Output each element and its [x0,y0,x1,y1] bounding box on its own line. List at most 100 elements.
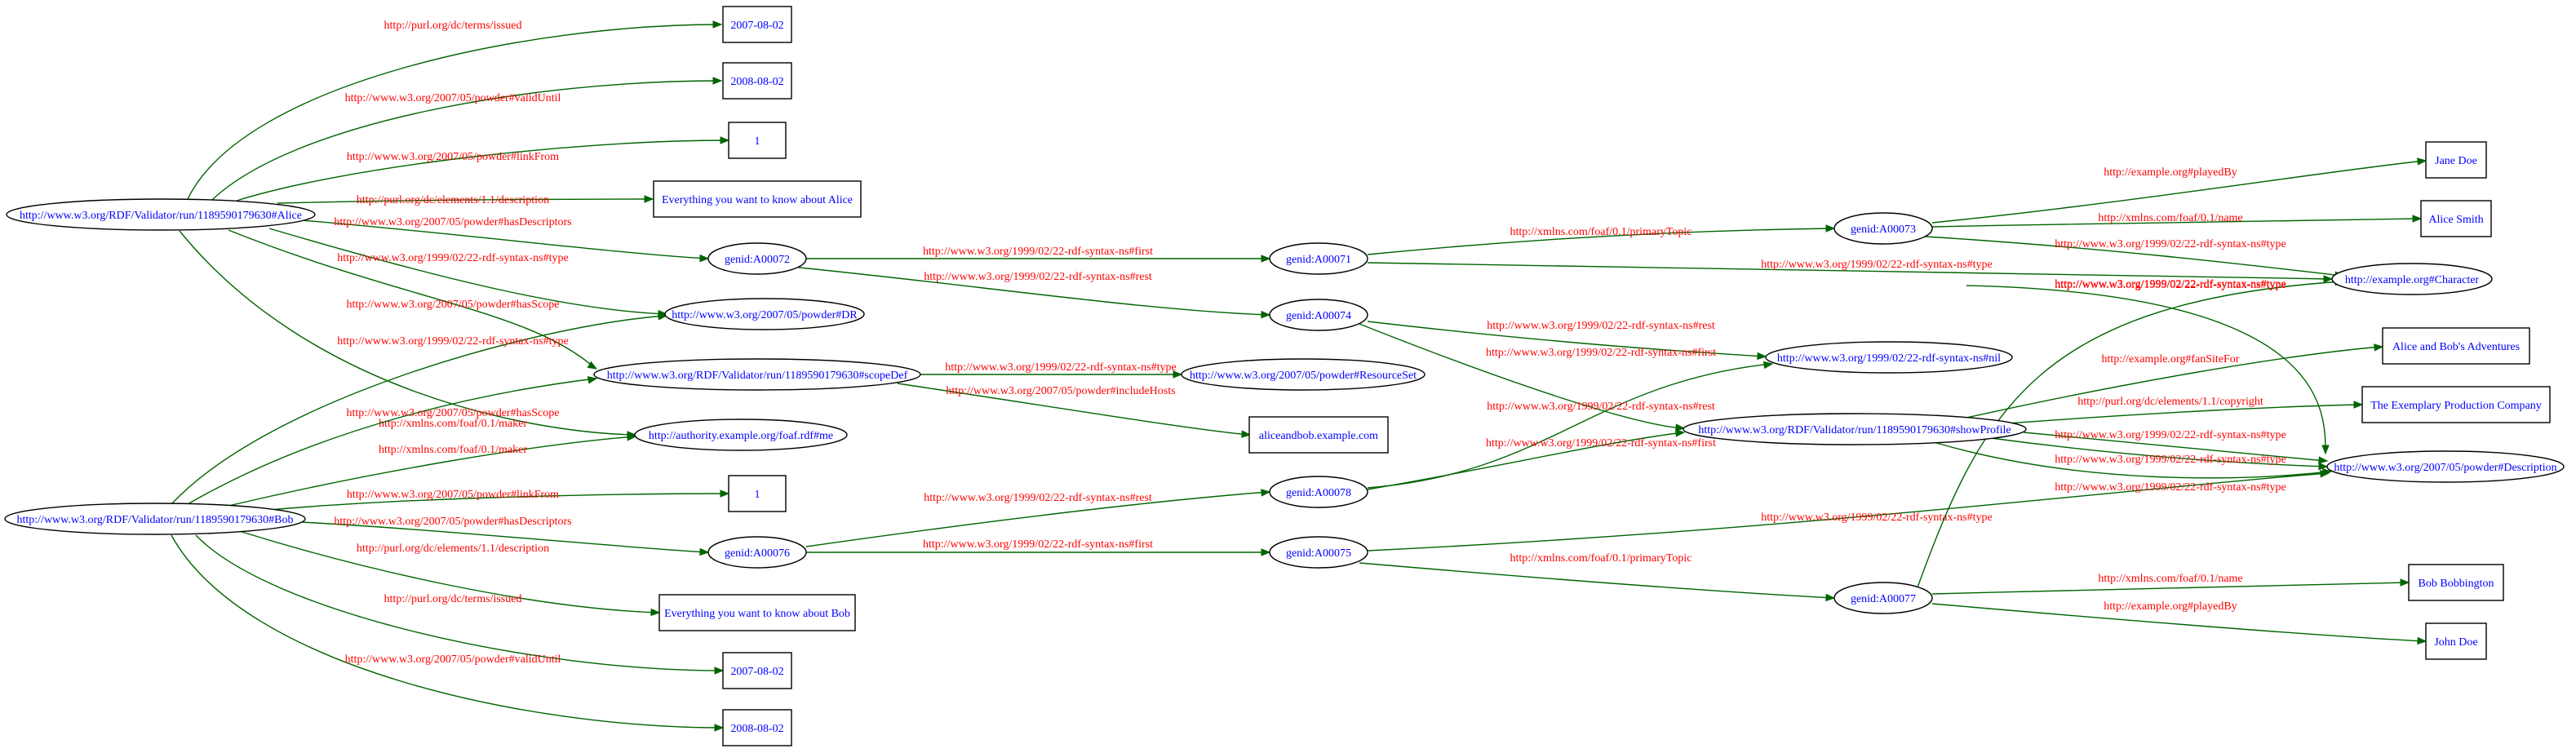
resource-node-me[interactable]: http://authority.example.org/foaf.rdf#me [634,419,848,451]
resource-node-nil[interactable]: http://www.w3.org/1999/02/22-rdf-syntax-… [1765,341,2013,374]
arrow-head-icon [658,312,668,321]
edge-line [211,80,720,201]
resource-node-showprofile[interactable]: http://www.w3.org/RDF/Validator/run/1189… [1683,413,2027,445]
resource-node-b72[interactable]: genid:A00072 [707,242,807,275]
edge-maker: http://xmlns.com/foaf/0.1/maker [179,230,637,439]
node-box [2420,200,2492,237]
resource-node-b77[interactable]: genid:A00077 [1833,582,1933,614]
node-ellipse [664,298,865,330]
literal-node-b_desc[interactable]: Everything you want to know about Bob [658,594,856,631]
edge-label: http://www.w3.org/1999/02/22-rdf-syntax-… [2055,278,2286,290]
edge-rest: http://www.w3.org/1999/02/22-rdf-syntax-… [805,489,1271,547]
literal-node-company[interactable]: The Exemplary Production Company [2361,386,2551,423]
edge-name: http://xmlns.com/foaf/0.1/name [1931,212,2423,228]
resource-node-scopedef[interactable]: http://www.w3.org/RDF/Validator/run/1189… [593,358,921,391]
edges: http://purl.org/dc/terms/issued http://ww… [171,20,2427,732]
node-label: http://www.w3.org/2007/05/powder#Resourc… [1190,370,1417,382]
edge-label: http://example.org#playedBy [2104,166,2237,179]
node-label: http://www.w3.org/RDF/Validator/run/1189… [20,210,302,222]
resource-node-rs[interactable]: http://www.w3.org/2007/05/powder#Resourc… [1181,358,1425,391]
edge-line [277,198,652,204]
edge-rest: http://www.w3.org/1999/02/22-rdf-syntax-… [1367,361,1774,489]
arrow-head-icon [1675,423,1686,432]
literal-node-a_issued[interactable]: 2007-08-02 [722,6,792,43]
edge-label: http://www.w3.org/1999/02/22-rdf-syntax-… [337,252,568,264]
edge-line [1917,281,2343,588]
literal-node-a_valid[interactable]: 2008-08-02 [722,62,792,100]
literal-node-janedoe[interactable]: Jane Doe [2425,141,2487,179]
resource-node-b71[interactable]: genid:A00071 [1269,242,1368,275]
edge-rest: http://www.w3.org/1999/02/22-rdf-syntax-… [1367,320,1767,361]
edge-valid: http://www.w3.org/2007/05/powder#validUn… [211,77,723,201]
edge-hasdesc: http://www.w3.org/2007/05/powder#hasDesc… [301,516,710,556]
literal-node-alicesmith[interactable]: Alice Smith [2420,200,2492,237]
literal-node-b_issued[interactable]: 2007-08-02 [722,652,792,689]
node-box [2408,564,2504,601]
resource-node-b73[interactable]: genid:A00073 [1833,212,1933,245]
edge-line [301,219,707,259]
literal-node-a_desc[interactable]: Everything you want to know about Alice [653,180,862,218]
edge-label: http://www.w3.org/2007/05/powder#linkFro… [347,151,559,163]
edge-link: http://www.w3.org/2007/05/powder#linkFro… [236,136,730,202]
arrow-head-icon [1261,548,1271,556]
arrow-head-icon [587,361,598,370]
resource-node-bob[interactable]: http://www.w3.org/RDF/Validator/run/1189… [4,503,306,535]
edge-line [1367,321,1765,357]
resource-node-character[interactable]: http://example.org#Character [2331,263,2493,295]
edge-line [897,383,1249,436]
resource-node-b75[interactable]: genid:A00075 [1269,536,1368,569]
edge-label: http://www.w3.org/1999/02/22-rdf-syntax-… [2055,454,2286,466]
node-label: genid:A00075 [1286,547,1351,560]
node-label: http://authority.example.org/foaf.rdf#me [649,430,833,442]
node-box [722,6,792,43]
edge-line [1367,363,1771,489]
arrow-head-icon [699,254,710,263]
node-label: The Exemplary Production Company [2370,400,2542,412]
edge-label: http://www.w3.org/1999/02/22-rdf-syntax-… [337,335,568,348]
resource-node-b76[interactable]: genid:A00076 [707,536,807,569]
arrow-head-icon [2374,343,2384,352]
edge-label: http://xmlns.com/foaf/0.1/name [2098,212,2242,224]
node-ellipse [593,358,921,391]
node-label: Jane Doe [2435,155,2477,167]
literal-node-adventures[interactable]: Alice and Bob's Adventures [2382,327,2530,365]
arrow-head-icon [1261,489,1271,497]
arrow-head-icon [699,547,710,556]
resource-node-b74[interactable]: genid:A00074 [1269,299,1368,331]
edge-label: http://www.w3.org/1999/02/22-rdf-syntax-… [923,246,1153,258]
literal-node-b_valid[interactable]: 2008-08-02 [722,709,792,746]
edge-line [171,315,666,505]
edge-line [187,378,596,505]
node-label: genid:A00078 [1286,487,1351,499]
edge-line [171,534,722,729]
edge-label: http://example.org#playedBy [2104,600,2237,613]
node-box [658,594,856,631]
edge-label: http://purl.org/dc/terms/issued [384,20,522,32]
resource-node-desc[interactable]: http://www.w3.org/2007/05/powder#Descrip… [2326,450,2565,483]
resource-node-dr[interactable]: http://www.w3.org/2007/05/powder#DR [664,298,865,330]
literal-node-b_link[interactable]: 1 [728,475,787,512]
edge-label: http://www.w3.org/2007/05/powder#validUn… [345,92,561,104]
edge-line [1359,562,1833,599]
edge-line [1367,228,1833,255]
node-label: Alice and Bob's Adventures [2392,341,2520,353]
edge-line [805,491,1269,547]
edge-line [187,24,720,200]
literal-node-johndoe[interactable]: John Doe [2425,622,2487,660]
edge-line [1367,472,2328,551]
node-label: http://www.w3.org/RDF/Validator/run/1189… [1698,424,2011,436]
edge-label: http://www.w3.org/1999/02/22-rdf-syntax-… [923,538,1153,551]
edge-label: http://www.w3.org/2007/05/powder#hasScop… [347,299,560,311]
node-box [728,122,787,159]
edge-label: http://purl.org/dc/elements/1.1/descript… [357,194,549,206]
node-label: 1 [755,489,760,501]
arrow-head-icon [1825,593,1836,602]
literal-node-a_link[interactable]: 1 [728,122,787,159]
edge-includehosts: http://www.w3.org/2007/05/powder#include… [897,383,1252,438]
literal-node-incl[interactable]: aliceandbob.example.com [1248,416,1389,454]
edge-label: http://xmlns.com/foaf/0.1/maker [379,418,527,430]
literal-node-bobbob[interactable]: Bob Bobbington [2408,564,2504,601]
resource-node-b78[interactable]: genid:A00078 [1269,476,1368,508]
resource-node-alice[interactable]: http://www.w3.org/RDF/Validator/run/1189… [6,198,316,231]
node-label: genid:A00072 [725,254,790,266]
